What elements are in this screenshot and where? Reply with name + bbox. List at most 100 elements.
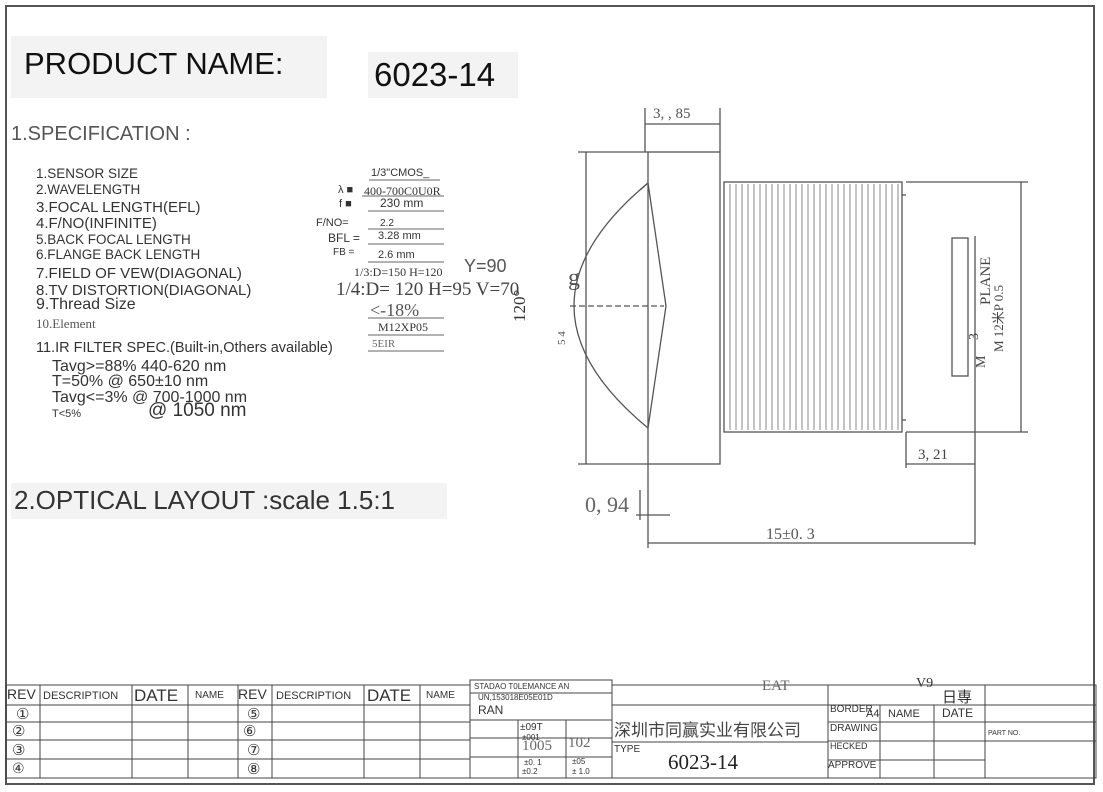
spec-label-1: 1.SENSOR SIZE: [36, 166, 139, 181]
spec-value-5: 3.28 mm: [378, 230, 421, 242]
spec-value-6: 2.6 mm: [378, 249, 415, 261]
spec-prefix-6: FB =: [333, 247, 355, 258]
spec-label-9: 9.Thread Size: [36, 296, 136, 313]
dim-left-text: 0, 94: [585, 492, 629, 517]
spec-label-3: 3.FOCAL LENGTH(EFL): [36, 199, 201, 216]
rev-right-2: ⑥: [243, 723, 257, 740]
approved-label: APPROVE: [828, 760, 877, 771]
rev-left-2: ②: [12, 723, 26, 740]
rev-left-1: ①: [16, 706, 30, 723]
sensor-plane: [951, 237, 969, 377]
ir-line-2: T=50% @ 650±10 nm: [52, 373, 209, 390]
lens-dome-inner-top: [639, 182, 649, 191]
desc-header-left: DESCRIPTION: [43, 690, 119, 702]
rev-left-3: ③: [12, 742, 26, 759]
dim-angle-text: 120°: [510, 290, 529, 322]
optical-layout-title: 2.OPTICAL LAYOUT :scale 1.5:1: [14, 485, 396, 515]
thread-label: M 12米P 0.5: [991, 285, 1006, 352]
spec-label-10: 10.Element: [36, 316, 96, 331]
dim-top-text: 3, , 85: [653, 106, 691, 122]
tol-val-2: ±001: [522, 733, 540, 742]
border-value: A4: [866, 708, 880, 720]
name-col: NAME: [888, 708, 920, 720]
eat-label: EAT: [762, 678, 790, 694]
date-header-right: DATE: [367, 686, 412, 705]
date-header-left: DATE: [134, 686, 179, 705]
drawing-frame: [5, 5, 1095, 785]
spec-value-4: 2.2: [380, 218, 394, 229]
spec-value-1: 1/3"CMOS_: [371, 167, 430, 179]
spec-value-8: 1/4:D= 120 H=95 V=70: [336, 279, 520, 300]
spec-value-10: M12XP05: [378, 320, 429, 334]
ir-line-3: Tavg<=3% @ 700-1000 nm: [52, 389, 248, 406]
dim-m-text: M: [974, 355, 989, 368]
dim-3-text: 3: [967, 333, 982, 340]
dim-angle-g: g: [568, 265, 580, 291]
product-name-value-box: [368, 52, 518, 98]
spec-element-count: 5EIR: [372, 338, 396, 350]
spec-label-8: 8.TV DISTORTION(DIAGONAL): [36, 282, 252, 299]
type-value: 6023-14: [668, 750, 738, 774]
checked-label: HECKED: [830, 741, 868, 751]
name-header-left: NAME: [195, 690, 224, 701]
spec-label-5: 5.BACK FOCAL LENGTH: [36, 232, 191, 247]
drawing-label: DRAWING: [830, 723, 878, 734]
v9-label: V9: [916, 676, 934, 691]
ir-line-5: @ 1050 nm: [148, 400, 247, 421]
rev-right-1: ⑤: [247, 706, 261, 723]
spec-value-9: <-18%: [370, 300, 420, 320]
spec-value-3: 230 mm: [380, 196, 424, 210]
tol-val-6: ±05: [572, 757, 586, 766]
optical-title-box: [11, 483, 447, 519]
tol-val-7: ±0.2: [522, 767, 538, 776]
tol-val-4: 102: [568, 735, 591, 751]
product-name-label-box: [11, 36, 327, 98]
tolerance-ran: RAN: [478, 703, 504, 717]
product-name-value: 6023-14: [374, 56, 496, 93]
spec-title: 1.SPECIFICATION :: [11, 123, 191, 145]
spec-prefix-4: F/NO=: [316, 217, 349, 229]
spec-prefix-2: λ ■: [338, 184, 354, 196]
rev-header-right: REV: [238, 686, 267, 702]
tolerance-sub: UN,153018E05E01D: [478, 693, 553, 702]
tol-val-1: ±09T: [520, 722, 543, 733]
spec-label-4: 4.F/NO(INFINITE): [36, 215, 157, 232]
date-cn: 日専: [942, 689, 973, 706]
ir-filter-title: 11.IR FILTER SPEC.(Built-in,Others avail…: [36, 340, 333, 356]
name-header-right: NAME: [426, 690, 455, 701]
dim-total-text: 15±0. 3: [766, 526, 815, 543]
dim-321-text: 3, 21: [918, 447, 948, 463]
tol-val-8: ± 1.0: [572, 767, 590, 776]
spec-value-7-extra: Y=90: [464, 256, 507, 276]
spec-label-7: 7.FIELD OF VEW(DIAGONAL): [36, 265, 242, 282]
border-label: BORDER: [830, 704, 873, 715]
type-label: TYPE: [614, 744, 641, 755]
desc-header-right: DESCRIPTION: [276, 690, 352, 702]
spec-label-6: 6.FLANGE BACK LENGTH: [36, 247, 201, 262]
part-no-label: PART NO.: [988, 730, 1021, 737]
ir-line-1: Tavg>=88% 440-620 nm: [52, 358, 227, 375]
tol-val-5: ±0. 1: [524, 758, 542, 767]
rev-right-4: ⑧: [247, 761, 261, 778]
spec-value-7: 1/3:D=150 H=120: [354, 265, 443, 279]
rev-left-4: ④: [12, 760, 25, 776]
product-name-label: PRODUCT NAME:: [24, 46, 284, 81]
spec-prefix-5: BFL =: [328, 231, 360, 245]
lens-barrel: [723, 181, 903, 433]
spec-prefix-3: f ■: [339, 198, 352, 210]
spec-value-2: 400-700C0U0R: [364, 184, 441, 198]
dim-54-text: 5 4: [556, 331, 568, 345]
tol-val-3: 1005: [522, 738, 552, 754]
company-name: 深圳市同赢实业有限公司: [614, 721, 801, 740]
plane-label: PLANE: [978, 257, 994, 305]
date-col: DATE: [942, 706, 974, 720]
ir-line-4: T<5%: [52, 408, 82, 420]
rev-header-left: REV: [7, 686, 36, 702]
spec-label-2: 2.WAVELENGTH: [36, 182, 141, 197]
tolerance-title: STADAO T0LEMANCE AN: [474, 682, 570, 691]
rev-right-3: ⑦: [247, 742, 261, 759]
lens-flange: [647, 151, 721, 465]
